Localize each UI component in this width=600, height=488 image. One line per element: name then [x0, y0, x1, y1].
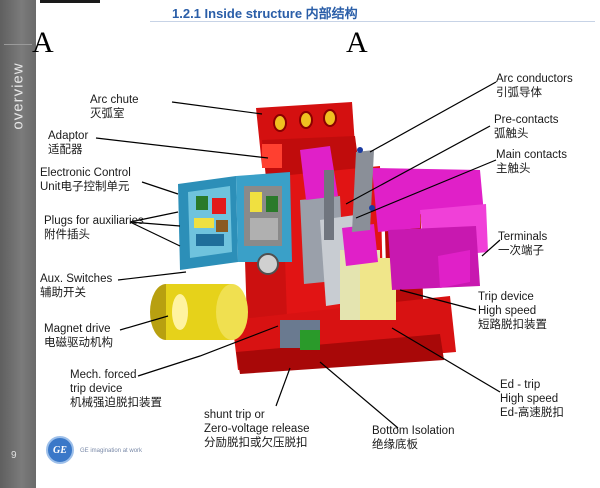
leader-lines — [95, 81, 501, 429]
leader-arc-chute — [171, 101, 263, 115]
marker-left: A — [32, 26, 54, 59]
leader-trip — [399, 289, 477, 311]
leader-terminals — [481, 239, 501, 257]
sidebar-divider — [4, 44, 32, 45]
footer-tagline: GE imagination at work — [80, 448, 143, 454]
leader-aux — [117, 271, 187, 281]
leader-plugs-1 — [129, 211, 179, 223]
leader-pre — [345, 125, 491, 205]
slide-title: 1.2.1 Inside structure 内部结构 — [172, 6, 358, 21]
leader-bottom — [319, 361, 399, 429]
page-number: 9 — [11, 450, 17, 461]
sidebar: overview 9 — [0, 0, 36, 488]
leader-plugs-3 — [129, 221, 181, 247]
leader-mech — [137, 325, 279, 377]
leader-arc-cond — [369, 81, 497, 153]
magnet-drive — [150, 284, 248, 340]
leader-plugs-2 — [129, 221, 181, 227]
top-strip — [40, 0, 100, 3]
marker-right: A — [346, 26, 368, 59]
terminals — [300, 146, 488, 290]
ge-logo-icon: GE — [46, 436, 74, 464]
title-bar — [120, 0, 600, 22]
leader-ed — [391, 327, 501, 393]
leader-ecu — [141, 181, 179, 195]
electronic-control-unit — [178, 172, 292, 275]
arc-chute — [262, 109, 337, 168]
arc-conductors — [324, 147, 375, 240]
leader-shunt — [275, 367, 291, 407]
title-underline — [150, 21, 595, 22]
leader-main — [355, 159, 497, 219]
leader-magnet — [119, 315, 169, 331]
leader-adaptor — [95, 137, 269, 159]
